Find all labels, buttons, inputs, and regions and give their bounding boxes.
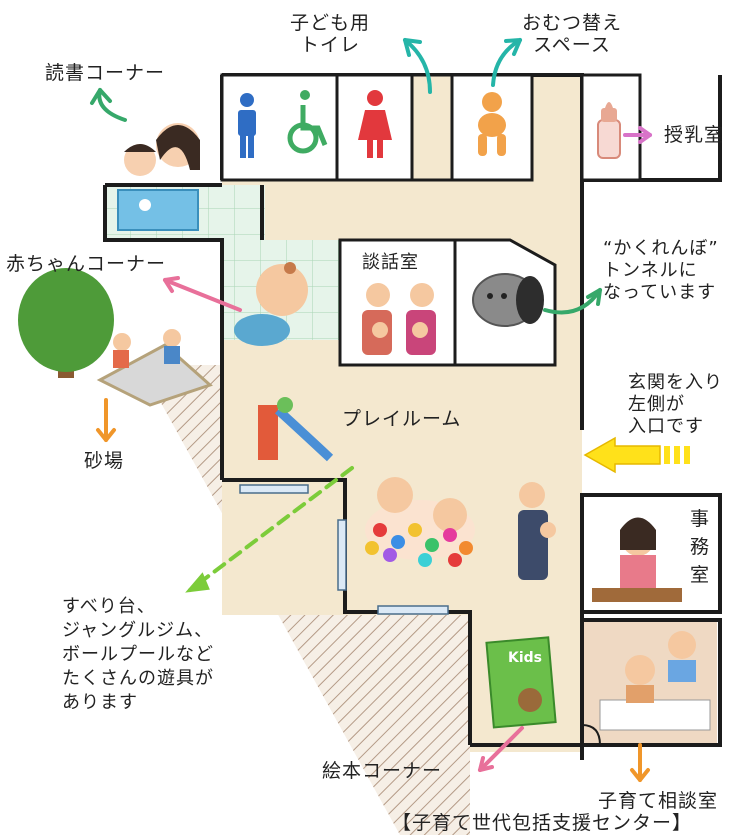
label-baby-corner: 赤ちゃんコーナー <box>6 253 167 275</box>
wheelchair-toilet-icon <box>287 90 328 154</box>
label-playroom: プレイルーム <box>342 408 462 430</box>
baby-diaper-icon <box>478 92 506 156</box>
staff-holding-baby-illustration <box>518 482 556 580</box>
arrow-toilet <box>403 38 432 94</box>
label-reading-corner: 読書コーナー <box>45 62 166 84</box>
arrow-picture-books <box>478 726 524 772</box>
sandbox-illustration <box>96 329 213 407</box>
female-toilet-icon <box>358 90 392 158</box>
tunnel-illustration <box>472 273 544 327</box>
slide-illustration <box>258 397 334 462</box>
label-kids-toilet: 子ども用 トイレ <box>290 12 371 56</box>
svg-text:Kids: Kids <box>508 650 542 666</box>
label-play-equipment: すべり台、 ジャングルジム、 ボールプールなど たくさんの遊具が あります <box>62 596 214 713</box>
arrows <box>90 38 652 782</box>
tree-illustration <box>18 268 114 378</box>
office-staff-illustration <box>592 517 682 602</box>
center-name: 【子育て世代包括支援センター】 <box>392 812 693 834</box>
male-toilet-icon <box>238 93 256 158</box>
label-tunnel: “かくれんぼ” トンネルに なっています <box>603 238 719 303</box>
label-diaper-space: おむつ替え スペース <box>522 12 623 56</box>
label-office: 事務室 <box>689 508 710 586</box>
label-picture-books: 絵本コーナー <box>322 760 443 782</box>
entrance-arrow-icon <box>583 436 690 474</box>
label-entrance: 玄関を入り 左側が 入口です <box>628 372 723 437</box>
arrow-equipment <box>188 466 354 592</box>
label-sandbox: 砂場 <box>84 450 125 472</box>
arrow-baby <box>163 278 242 312</box>
picture-book-illustration: Kids <box>485 636 557 729</box>
label-nursing-room: 授乳室 <box>664 124 725 146</box>
baby-illustration <box>234 262 308 346</box>
door-arcs <box>581 724 601 746</box>
consultation-illustration <box>599 631 711 731</box>
arrow-tunnel <box>543 288 602 315</box>
label-talk-room: 談話室 <box>362 252 419 273</box>
windows <box>239 484 449 615</box>
baby-bottle-icon <box>597 102 621 159</box>
label-consultation-room: 子育て相談室 <box>598 790 719 812</box>
ball-pool-illustration <box>365 477 475 567</box>
arrow-diaper <box>491 38 522 87</box>
reading-corner-illustration <box>117 123 200 231</box>
talk-room-illustration <box>362 283 436 355</box>
